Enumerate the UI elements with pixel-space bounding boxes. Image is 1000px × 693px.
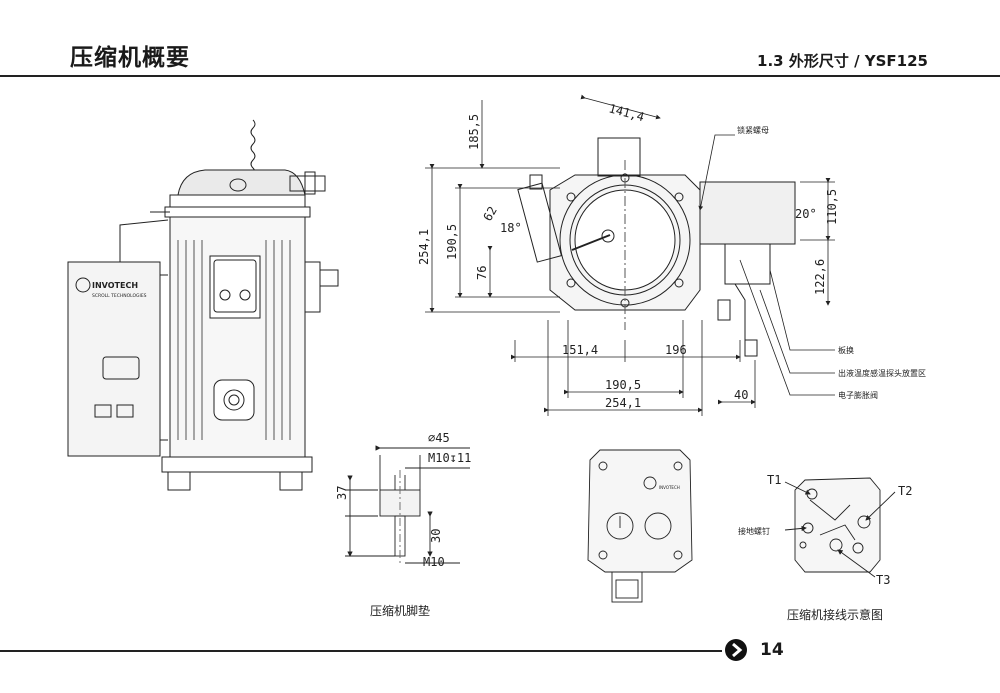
label-plate: 板换 — [838, 345, 854, 355]
page-number: 14 — [760, 640, 784, 660]
label-exv: 电子膨胀阀 — [838, 390, 878, 400]
dim-254-1-h: 254,1 — [605, 396, 641, 410]
brand-subtitle: SCROLL TECHNOLOGIES — [92, 293, 147, 299]
label-lock-nut: 锁紧螺母 — [737, 125, 769, 135]
dim-190-5-h: 190,5 — [605, 378, 641, 392]
pad-diameter-45: ⌀45 — [428, 431, 450, 445]
section-title: 1.3 外形尺寸 / YSF125 — [757, 52, 928, 70]
junction-box-view — [587, 449, 693, 603]
pad-height-37: 37 — [335, 486, 349, 500]
dim-141-4: 141,4 — [607, 101, 646, 124]
label-sensor-zone: 出液温度感温探头放置区 — [838, 368, 926, 378]
terminal-t3: T3 — [876, 573, 890, 587]
dim-185-5: 185,5 — [467, 114, 481, 150]
pad-m10: M10 — [423, 555, 445, 569]
compressor-top-view — [517, 137, 796, 357]
dim-254-1-v: 254,1 — [417, 229, 431, 265]
terminal-t1: T1 — [767, 473, 781, 487]
terminal-t2: T2 — [898, 484, 912, 498]
dim-76: 76 — [475, 266, 489, 280]
brand-name: INVOTECH — [92, 281, 138, 290]
dim-190-5-v: 190,5 — [445, 224, 459, 260]
dim-151-4: 151,4 — [562, 343, 598, 357]
dim-110-5: 110,5 — [825, 189, 839, 225]
page-title: 压缩机概要 — [70, 45, 190, 71]
pad-height-30: 30 — [429, 529, 443, 543]
foot-pad-drawing — [345, 445, 470, 565]
chevron-right-icon — [725, 639, 747, 661]
dim-20: 20° — [795, 207, 817, 221]
dim-40: 40 — [734, 388, 748, 402]
caption-foot-pad: 压缩机脚垫 — [370, 604, 431, 618]
compressor-side-view — [67, 119, 339, 491]
label-ground-screw: 接地螺钉 — [738, 526, 770, 536]
caption-wiring: 压缩机接线示意图 — [787, 608, 884, 622]
dim-18: 18° — [500, 221, 522, 235]
dim-122-6: 122,6 — [813, 259, 827, 295]
box-brand: INVOTECH — [659, 485, 680, 490]
header-rule — [0, 75, 1000, 77]
wiring-diagram — [784, 477, 896, 578]
pad-m10-depth: M10↧11 — [428, 451, 471, 465]
dim-62: 62 — [480, 204, 499, 224]
footer-rule — [0, 650, 722, 652]
dim-196: 196 — [665, 343, 687, 357]
